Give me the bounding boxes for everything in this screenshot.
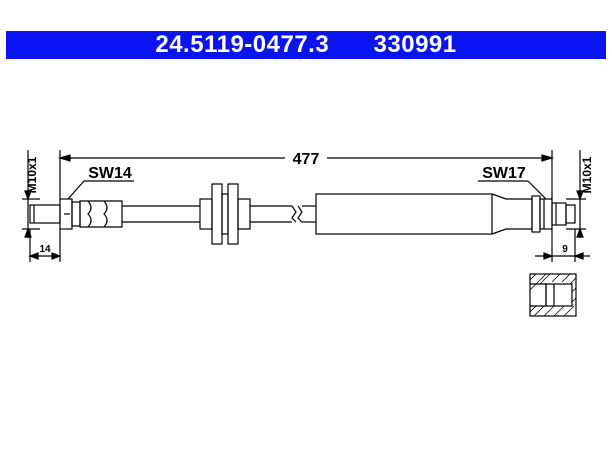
hose-right-segment <box>302 193 533 235</box>
reference-number: 330991 <box>373 31 457 58</box>
left-fitting <box>29 198 123 230</box>
break-marks <box>291 205 303 223</box>
sw-leaders <box>67 180 547 200</box>
left-thread-label: M10x1 <box>25 156 39 193</box>
length-dimension <box>57 150 555 200</box>
detail-view <box>529 273 577 317</box>
title-bar: 24.5119-0477.3 330991 <box>6 31 606 59</box>
support-bracket <box>199 183 251 245</box>
part-number: 24.5119-0477.3 <box>155 31 330 58</box>
left-wrench-label: SW14 <box>88 165 132 182</box>
left-offset-label: 14 <box>39 244 51 255</box>
right-offset-label: 9 <box>562 244 568 255</box>
right-thread-dimension <box>566 150 586 238</box>
length-label: 477 <box>293 151 320 168</box>
right-fitting <box>531 195 576 233</box>
right-offset-dimension <box>535 229 590 262</box>
right-thread-label: M10x1 <box>580 156 594 193</box>
right-wrench-label: SW17 <box>482 165 526 182</box>
left-offset-dimension <box>28 229 62 262</box>
detail-hatching <box>529 273 577 317</box>
hose-left-segment <box>122 205 292 223</box>
